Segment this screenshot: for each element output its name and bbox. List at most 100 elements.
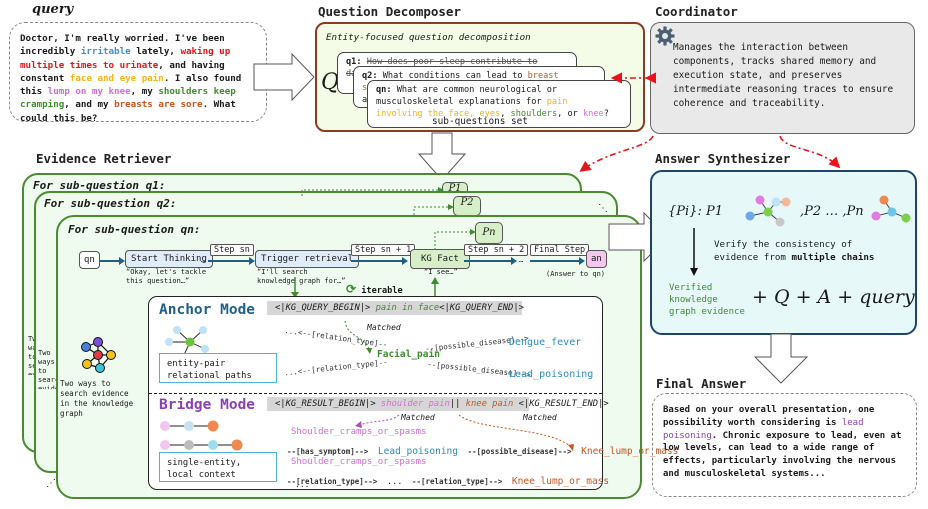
path2-row: --[relation_type]--> ... --[relation_typ… [287,469,609,488]
kg-result-bar: <|KG_RESULT_BEGIN|> shoulder pain|| knee… [267,397,609,411]
path2-rel1: --[relation_type]--> [287,477,378,486]
kg-query-bar: <|KG_QUERY_BEGIN|> pain in face<|KG_QUER… [267,301,524,315]
trigger-retrieval-quote: “I'll search knowledge graph for…” [257,268,346,285]
trigger-to-modes-arrow [291,277,299,298]
qn-line1: What are common neurological or [396,85,558,95]
query-segment: Doctor, I'm really worried. I've been in… [20,33,225,58]
trigger-retrieval-node[interactable]: Trigger retrieval [255,250,360,268]
qn-node[interactable]: qn [79,251,100,269]
bridge-chain-graph-icon [160,420,243,451]
query-symptom-green: shoulders keep cramping [20,86,236,111]
path1-row: --[has_symptom]--> Lead_poisoning --[pos… [287,439,678,458]
layer2-label: For sub-question q2: [44,197,177,210]
bridge-matched-arrows [355,414,574,451]
final-text-b: . Chronic exposure to lead, even at low … [663,430,902,479]
an-node[interactable]: an [586,250,607,268]
knowledge-graph-icon [81,337,116,373]
decomposer-title: Question Decomposer [318,4,461,19]
kg-result-sep: || [449,399,461,409]
query-segment: . I also found this [20,72,242,98]
anchor-matched-arrow [344,320,372,354]
kg-result-begin: <|KG_RESULT_BEGIN|> [275,399,376,409]
qn-prefix: qn: [376,85,392,95]
qn-line3e: knee [583,109,604,119]
verify-down-arrow [690,228,698,276]
synth-formula: + Q + A + query [752,286,915,308]
query-segment: , and having constant [20,59,225,84]
bridge-matched-b: Matched [523,413,557,422]
query-box: Doctor, I'm really worried. I've been in… [9,22,267,124]
verified-evidence-label: Verified knowledge graph evidence [669,283,745,317]
gear-icon [655,26,675,46]
qn-line3a: involving the face, eyes [376,109,501,119]
synth-title: Answer Synthesizer [655,151,791,166]
kg-fact-node[interactable]: KG Fact [410,249,470,269]
layer2-ellipsis: ⋱ [598,203,608,214]
coordinator-title: Coordinator [655,4,738,19]
path1-mid: Lead_poisoning [377,446,458,457]
query-symptom-orange: breasts are sore [114,99,203,111]
q1-prefix: q1: [346,57,362,67]
qn-line3d: , or [557,109,583,119]
anchor-target-bottom: Lead_poisoning [509,369,594,380]
path1-rel1: --[has_symptom]--> [287,447,369,456]
trigger-to-kg-arrow [351,257,408,265]
chain-graph-icon-1 [745,195,791,227]
answer-note: (Answer to qn) [546,270,606,278]
layer2-ghost-text: Two ways to search evidence in the knowl… [38,349,60,389]
qn-line2a: musculoskeletal explanations for [376,97,547,107]
verify-line-b: evidence from [714,252,792,263]
qn-line3c: shoulders [510,109,558,119]
path2-mid: ... [386,477,403,487]
p2-box: P2 [453,196,481,216]
q2-prefix: q2: [362,71,378,81]
query-title: query [32,2,74,17]
dots-2: … [519,256,524,264]
verify-text: Verify the consistency of evidence from … [714,238,874,264]
iterable-label: iterable [361,286,403,296]
query-symptom-red: waking up multiple times to urinate [20,46,231,71]
anchor-rel-left-bottom: ...<--[relation_type]-- [283,357,389,378]
bridge-desc-box: single-entity, local context [159,452,277,482]
path1-end: Knee_lump_or_mass [581,446,679,457]
bridge-more: ... [295,480,310,489]
query-symptom-pink: lump on my knee [47,86,131,98]
path2-end: Knee_lump_or_mass [511,476,610,487]
layers-ellipsis: ⋰ [46,478,56,489]
kg-result-b: knee pain [460,399,519,409]
kg-query-text: pain in face [370,303,440,313]
final-title: Final Answer [656,376,747,391]
final-step-arrow [530,257,585,265]
path2-rel2: --[relation_type]--> [411,477,503,486]
final-step-tag: Final Step [530,244,590,256]
kg-fact-quote: “I see…” [424,268,458,276]
path1-rel2: --[possible_disease]--> [467,447,572,456]
search-modes-panel: Anchor Mode entity-pair relational paths… [148,296,678,490]
decomposer-footer: sub-questions set [432,116,528,127]
query-segment: , and my [64,99,115,111]
query-segment: lately, [130,46,181,58]
bridge-matched-a: Matched [401,413,435,422]
side-text: Two ways to search evidence in the knowl… [60,379,134,418]
path-set-mid-label: ,P2 … ,Pn [800,204,864,219]
query-text: Doctor, I'm really worried. I've been in… [20,33,241,124]
qn-line2b: pain [546,97,568,107]
synth-to-final-arrow [753,333,809,384]
query-segment: . What could this be? [20,99,236,124]
pn-box: Pn [475,222,503,244]
sub-question-card-qn[interactable]: qn: What are common neurological or musc… [367,80,631,128]
anchor-matched-label: Matched [367,323,401,332]
query-symptom-blue: irritable [80,46,131,58]
path2-start: Shoulder_cramps_or_spasms [291,457,427,467]
qn-to-start-arrow [100,257,125,265]
layer1-label: For sub-question q1: [33,179,166,192]
verify-line-a: Verify the consistency of [714,239,853,250]
synth-panel: {Pi}: P1 ,P2 … ,Pn Verify the consistenc… [650,170,917,335]
q2-text-a: What conditions can lead to [382,71,528,81]
chain-graph-icon-2 [871,195,911,223]
step-sn1-tag: Step sn + 1 [351,244,416,256]
dots-1: … [201,256,206,264]
query-segment: , my [130,86,159,98]
bridge-mode-title: Bridge Mode [159,397,256,413]
start-thinking-node[interactable]: Start Thinking [125,250,213,268]
